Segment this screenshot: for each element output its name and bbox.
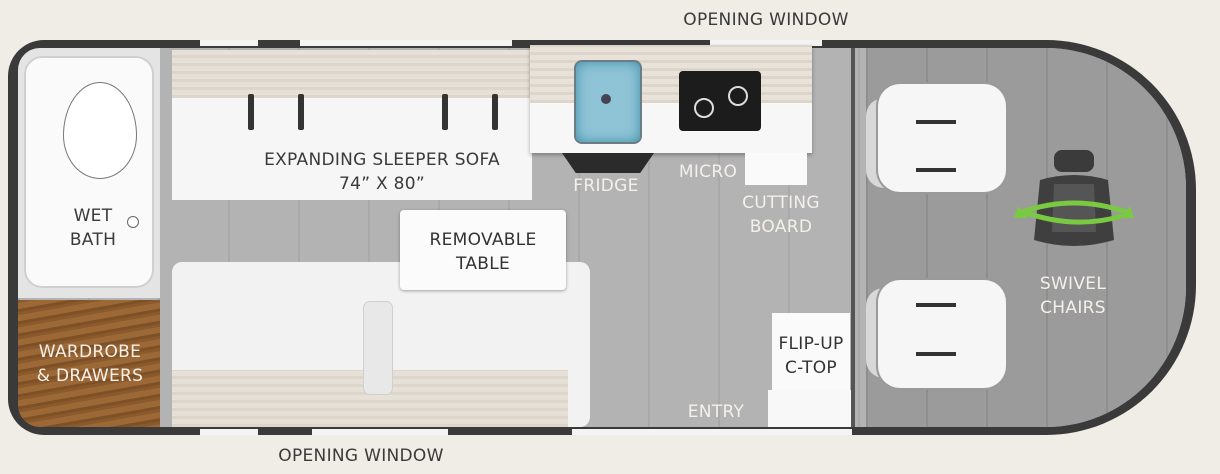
seatbelt: [916, 168, 956, 172]
label-bath-line1: WET: [73, 206, 113, 226]
swivel-chair-top: [878, 84, 1006, 192]
table-leg: [364, 302, 392, 394]
label-cutting-line2: BOARD: [749, 217, 813, 237]
label-opening-window-bottom: OPENING WINDOW: [278, 446, 444, 466]
label-swivel-line2: CHAIRS: [1040, 298, 1106, 318]
label-cutting-line1: CUTTING: [742, 193, 820, 213]
label-cutting-board: CUTTING BOARD: [728, 191, 834, 239]
window-bottom-2: [312, 429, 448, 435]
label-sofa-line1: EXPANDING SLEEPER SOFA: [264, 150, 500, 170]
sink-drain-icon: [601, 94, 611, 104]
label-sofa-line2: 74” X 80”: [338, 174, 426, 194]
label-swivel-chairs: SWIVEL CHAIRS: [1024, 272, 1122, 320]
cooktop-icon: [679, 71, 761, 131]
sofa-strap: [492, 94, 498, 130]
sofa-strap: [248, 94, 254, 130]
swivel-chair-bottom: [878, 280, 1006, 388]
sofa-strap: [442, 94, 448, 130]
fridge: [562, 153, 654, 173]
label-flip-up-c-top: FLIP-UP C-TOP: [766, 332, 856, 380]
label-opening-window-top: OPENING WINDOW: [683, 10, 849, 30]
label-wardrobe: WARDROBE & DRAWERS: [22, 340, 158, 388]
label-wardrobe-line2: & DRAWERS: [36, 366, 144, 386]
flip-up-c-top: [772, 313, 850, 391]
label-wardrobe-line1: WARDROBE: [38, 342, 142, 362]
window-top-3: [710, 40, 822, 46]
removable-table: [400, 210, 566, 290]
label-entry: ENTRY: [687, 402, 745, 422]
window-bottom-1: [200, 429, 258, 435]
label-table-line1: REMOVABLE: [429, 230, 537, 250]
cab-partition: [851, 48, 855, 427]
window-top-2: [300, 40, 512, 46]
label-bath-line2: BATH: [69, 230, 117, 250]
drain-icon: [127, 216, 139, 228]
sofa-back-cushion: [172, 50, 532, 98]
label-table-line2: TABLE: [455, 254, 511, 274]
entry-step: [768, 390, 852, 427]
counter-top: [530, 45, 812, 103]
label-fridge: FRIDGE: [573, 176, 639, 196]
label-sleeper-sofa: EXPANDING SLEEPER SOFA 74” X 80”: [232, 148, 532, 196]
label-micro: MICRO: [678, 162, 738, 182]
burner-icon: [694, 98, 714, 118]
seatbelt: [916, 352, 956, 356]
label-ctop-line1: FLIP-UP: [778, 334, 844, 354]
label-wet-bath: WET BATH: [48, 204, 138, 252]
microwave: [745, 153, 807, 185]
toilet-icon: [63, 82, 137, 179]
burner-icon: [728, 86, 748, 106]
window-bottom-3: [572, 429, 852, 435]
seatbelt: [916, 120, 956, 124]
window-top-1: [200, 40, 258, 46]
label-swivel-line1: SWIVEL: [1039, 274, 1107, 294]
seatbelt: [916, 303, 956, 307]
swivel-arrow-icon: [1014, 200, 1134, 225]
label-removable-table: REMOVABLE TABLE: [400, 228, 566, 276]
label-ctop-line2: C-TOP: [785, 358, 837, 378]
sofa-strap: [298, 94, 304, 130]
wardrobe-drawers: [18, 300, 160, 427]
